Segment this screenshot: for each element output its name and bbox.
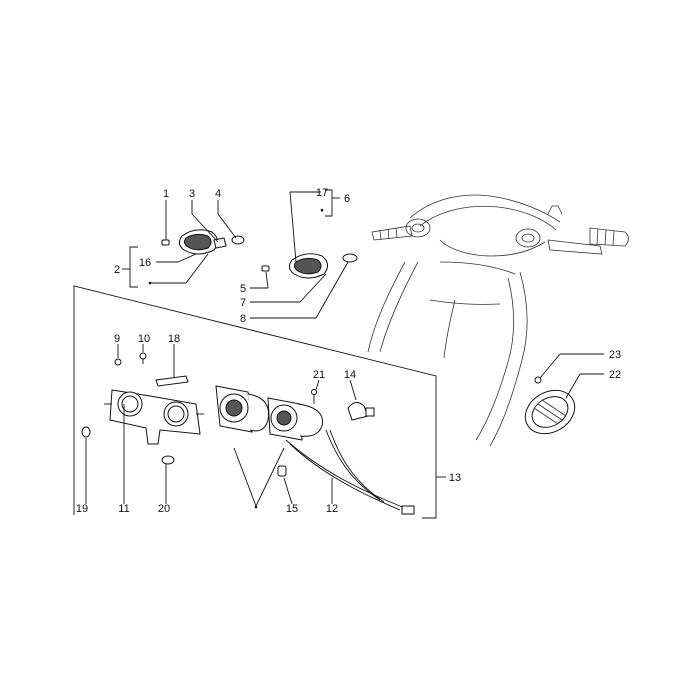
callout-14: 14: [344, 369, 356, 381]
front-indicator-left: [161, 229, 245, 255]
scooter-front-outline: [367, 194, 629, 447]
callout-4: 4: [215, 188, 221, 200]
callout-16: 16: [139, 257, 151, 269]
callout-22: 22: [609, 369, 621, 381]
callout-17: 17: [316, 187, 328, 199]
wiring-harness: [277, 389, 415, 515]
lamp-bracket: [81, 352, 204, 465]
reflector: [524, 376, 576, 435]
callout-5: 5: [240, 283, 246, 295]
callout-23: 23: [609, 349, 621, 361]
twin-lamp-units: [215, 385, 323, 441]
callout-15: 15: [286, 503, 298, 515]
callout-3: 3: [189, 188, 195, 200]
front-indicator-right: [261, 253, 358, 279]
callout-19: 19: [76, 503, 88, 515]
callout-21: 21: [313, 369, 325, 381]
callout-20: 20: [158, 503, 170, 515]
reference-dots: [148, 208, 324, 509]
callout-9: 9: [114, 333, 120, 345]
callout-13: 13: [449, 472, 461, 484]
callout-2: 2: [114, 264, 120, 276]
assembly-frame: [73, 285, 446, 519]
callout-labels: 1 3 4 2 16 17 6 5 7 8 9 10 18 21 14 13 1…: [76, 187, 621, 515]
callout-11: 11: [118, 503, 129, 515]
callout-10: 10: [138, 333, 150, 345]
callout-1: 1: [163, 188, 169, 200]
leader-lines: [85, 191, 604, 507]
callout-6: 6: [344, 193, 350, 205]
callout-18: 18: [168, 333, 180, 345]
kit-brackets: [122, 189, 340, 288]
callout-8: 8: [240, 313, 246, 325]
callout-12: 12: [326, 503, 338, 515]
callout-7: 7: [240, 297, 246, 309]
